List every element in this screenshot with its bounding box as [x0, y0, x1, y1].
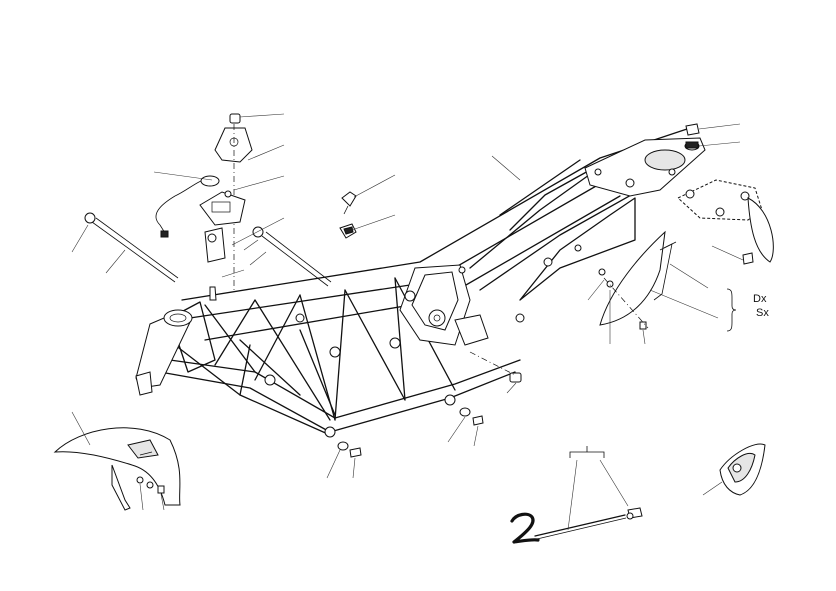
side-label-right: Dx: [753, 293, 767, 305]
side-cover-piece: [719, 443, 766, 496]
tool-rod-assembly: [534, 446, 643, 540]
side-panel-plate: [598, 230, 677, 330]
steering-head-tube: [135, 309, 193, 396]
rear-cap-parts: [684, 123, 700, 151]
side-brace: [726, 288, 737, 332]
tail-bracket: [677, 179, 774, 265]
lock-cover-assembly: [155, 113, 253, 301]
front-mudguard: [53, 427, 181, 511]
main-frame: [159, 127, 706, 438]
lower-caps: [337, 351, 522, 458]
side-label-left: Sx: [756, 307, 769, 319]
long-bolt-middle: [252, 226, 332, 287]
long-bolt-left: [84, 212, 179, 283]
leader-lines: [71, 113, 744, 531]
fastener-set-center: [339, 191, 357, 239]
handwritten-reference-number: [510, 512, 540, 544]
